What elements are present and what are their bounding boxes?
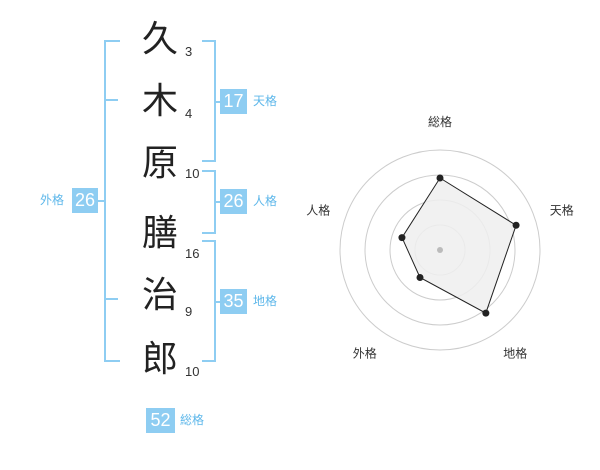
radar-ring-4 [339,149,541,351]
gaikaku-tick-1 [104,99,118,101]
stroke-count-6: 10 [185,364,200,379]
gaikaku-tick-2 [104,298,118,300]
name-char-2: 木 [141,81,178,122]
jinkaku-label: 人格 [253,194,278,208]
radar-point-3 [482,309,490,317]
radar-axis-label-4: 外格 [353,346,377,361]
radar-axis-label-1: 総格 [428,114,452,129]
soukaku-value-badge: 52 [146,408,175,433]
jinkaku-connector [214,201,220,203]
tenkaku-label: 天格 [253,94,278,108]
chikaku-value-badge: 35 [220,289,247,314]
radar-point-1 [436,174,444,182]
stroke-count-2: 4 [185,106,193,121]
gaikaku-label: 外格 [40,193,65,207]
tenkaku-value-badge: 17 [220,89,247,114]
chikaku-connector [214,301,220,303]
stroke-count-1: 3 [185,44,193,59]
jinkaku-value-badge: 26 [220,189,247,214]
gaikaku-connector [98,200,106,202]
name-char-6: 郎 [141,339,178,380]
stroke-count-5: 9 [185,304,193,319]
radar-point-5 [398,234,406,242]
name-char-3: 原 [141,143,178,184]
stroke-count-3: 10 [185,166,200,181]
name-char-5: 治 [141,275,178,316]
soukaku-label: 総格 [180,413,205,427]
radar-polygon [401,177,517,314]
tenkaku-connector [214,101,220,103]
radar-axis-label-3: 地格 [503,346,527,361]
radar-axis-label-5: 人格 [306,202,330,217]
radar-center [437,247,443,253]
radar-point-2 [512,221,520,229]
stroke-count-4: 16 [185,246,200,261]
chikaku-label: 地格 [253,294,278,308]
name-char-4: 膳 [141,213,178,254]
name-char-1: 久 [141,19,178,60]
gaikaku-value-badge: 26 [72,188,98,213]
radar-axis-label-2: 天格 [550,202,574,217]
radar-point-4 [416,274,424,282]
